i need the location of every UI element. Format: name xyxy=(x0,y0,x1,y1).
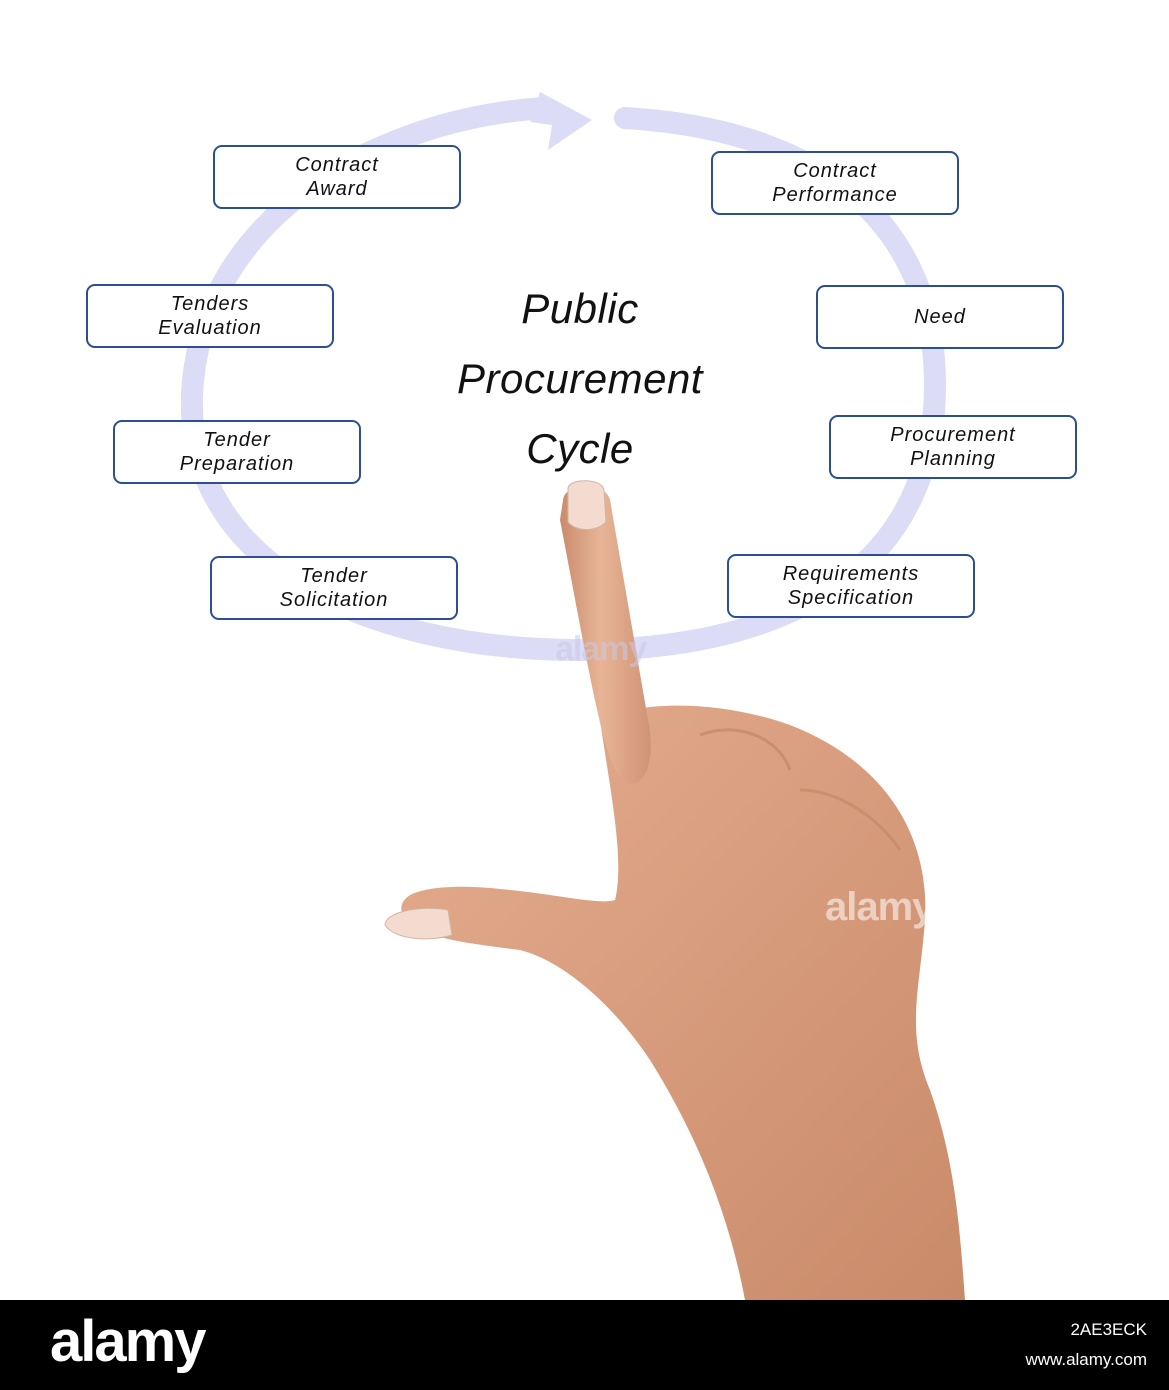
step-need: Need xyxy=(816,285,1064,349)
footer-bar: alamy 2AE3ECK www.alamy.com xyxy=(0,1300,1169,1390)
diagram-title-line-1: Public xyxy=(521,285,639,332)
footer-url: www.alamy.com xyxy=(1025,1350,1147,1369)
step-label: Contract Award xyxy=(295,154,379,200)
diagram-canvas: Public Procurement Cycle Contract Award … xyxy=(86,92,1077,1300)
diagram-title-line-2: Procurement xyxy=(457,355,703,402)
diagram-title-line-3: Cycle xyxy=(526,425,634,472)
step-contract-performance: Contract Performance xyxy=(711,151,959,215)
step-label: Need xyxy=(914,306,966,328)
step-tender-preparation: Tender Preparation xyxy=(113,420,361,484)
footer-logo: alamy xyxy=(50,1309,206,1374)
step-label: Tender Preparation xyxy=(179,429,295,475)
cycle-ring xyxy=(180,97,947,662)
step-label: Contract Performance xyxy=(772,160,898,206)
step-requirements-specification: Requirements Specification xyxy=(727,554,975,618)
step-tender-solicitation: Tender Solicitation xyxy=(210,556,458,620)
watermark-text: alamy xyxy=(825,885,934,929)
step-label: Requirements Specification xyxy=(782,563,920,609)
step-label: Procurement Planning xyxy=(890,424,1016,470)
step-tenders-evaluation: Tenders Evaluation xyxy=(86,284,334,348)
step-procurement-planning: Procurement Planning xyxy=(829,415,1077,479)
step-label: Tenders Evaluation xyxy=(158,293,262,339)
step-label: Tender Solicitation xyxy=(279,565,389,611)
step-contract-award: Contract Award xyxy=(213,145,461,209)
footer-image-id: 2AE3ECK xyxy=(1070,1320,1147,1339)
pointing-hand-image xyxy=(384,480,965,1300)
cycle-arrow-head-icon xyxy=(530,92,592,150)
watermark-text: alamy xyxy=(555,630,647,668)
cycle-arrow-graphic xyxy=(180,92,965,1300)
